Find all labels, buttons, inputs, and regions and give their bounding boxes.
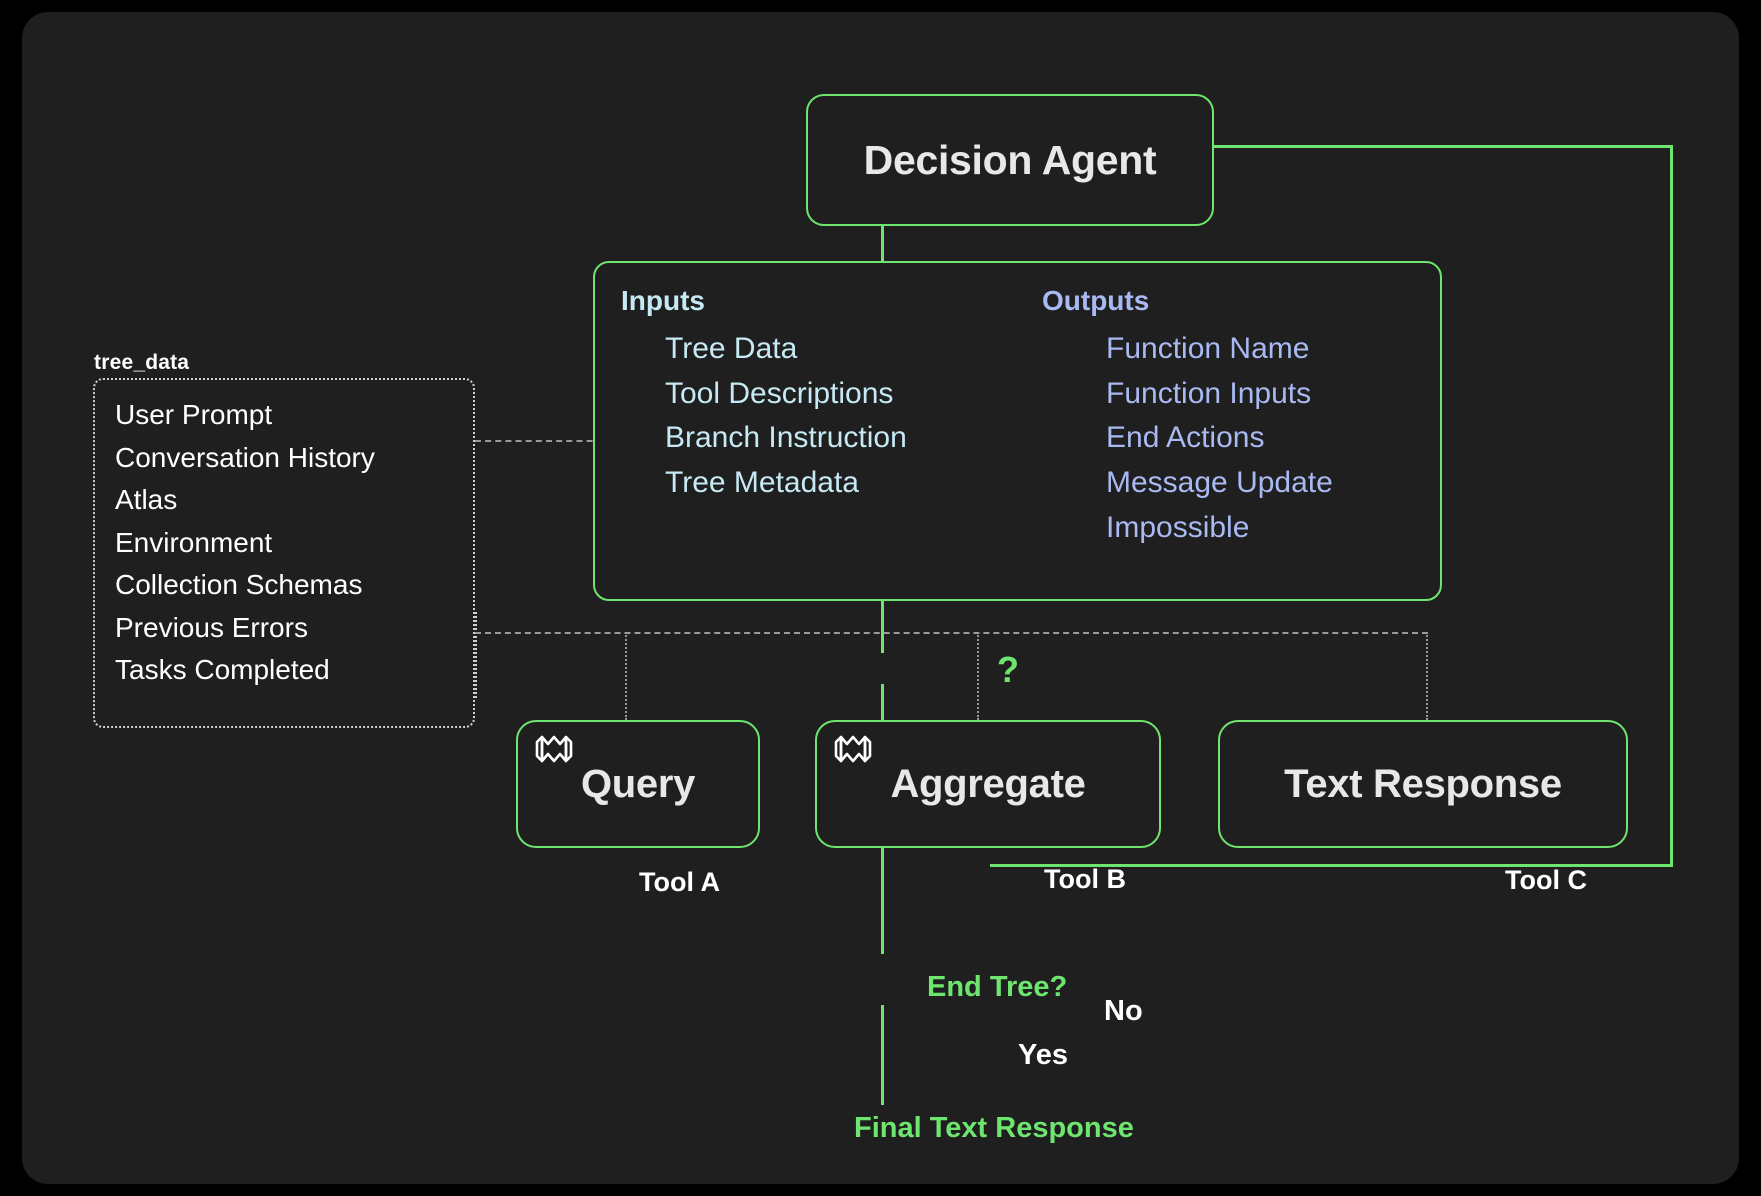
tree-data-item: Atlas	[115, 484, 178, 516]
tool-title-text-response: Text Response	[1284, 761, 1562, 806]
outputs-item: End Actions	[1106, 421, 1265, 455]
edge-io-to-branch	[881, 585, 884, 653]
outputs-item: Impossible	[1106, 510, 1250, 544]
branch-label-yes: Yes	[1018, 1039, 1068, 1071]
tree-data-item: Environment	[115, 526, 273, 558]
edge-loop-top	[1188, 145, 1673, 148]
edge-fanout-bus	[475, 632, 1428, 634]
final-text-response-label: Final Text Response	[854, 1112, 1134, 1144]
tool-node-aggregate[interactable]: Aggregate	[815, 720, 1161, 848]
edge-loop-bottom	[990, 864, 1673, 867]
tool-caption-c: Tool C	[1505, 865, 1587, 895]
outputs-column: Outputs Function Name Function Inputs En…	[1042, 285, 1333, 550]
tree-data-item: Previous Errors	[115, 611, 308, 643]
tool-node-text-response[interactable]: Text Response	[1218, 720, 1628, 848]
book-pages-icon	[534, 732, 574, 766]
outputs-heading: Outputs	[1042, 285, 1150, 316]
end-tree-decision-label: End Tree?	[927, 971, 1068, 1003]
tree-data-item: User Prompt	[115, 399, 273, 430]
book-pages-icon	[833, 732, 873, 766]
edge-fanout-to-query	[625, 632, 627, 720]
tool-node-query[interactable]: Query	[516, 720, 760, 848]
edge-treedata-to-inputs	[475, 440, 623, 442]
decision-agent-title: Decision Agent	[863, 136, 1157, 183]
inputs-item: Tree Data	[665, 332, 798, 365]
inputs-item: Branch Instruction	[665, 421, 907, 455]
edge-fanout-to-aggregate	[977, 632, 979, 720]
edge-branch-to-aggregate	[881, 684, 884, 720]
tree-data-item: Tasks Completed	[115, 654, 330, 686]
outputs-item: Function Inputs	[1106, 376, 1312, 410]
tool-caption-a: Tool A	[639, 867, 720, 897]
tree-data-label: tree_data	[94, 351, 190, 374]
outputs-item: Message Update	[1106, 466, 1333, 500]
inputs-column: Inputs Tree Data Tool Descriptions Branc…	[621, 285, 907, 506]
inputs-heading: Inputs	[621, 285, 705, 316]
edge-treedata-fanout-vertical	[475, 612, 477, 698]
tool-title-aggregate: Aggregate	[890, 761, 1086, 806]
inputs-item: Tool Descriptions	[665, 376, 894, 410]
tool-caption-b: Tool B	[1044, 864, 1126, 894]
edge-fanout-to-text	[1426, 632, 1428, 720]
edge-aggregate-to-endtree	[881, 844, 884, 954]
branch-question-marker: ?	[997, 649, 1019, 690]
outputs-item: Function Name	[1106, 332, 1310, 365]
branch-label-no: No	[1104, 995, 1143, 1027]
decision-agent-node[interactable]: Decision Agent	[806, 94, 1214, 226]
diagram-canvas: Decision Agent Inputs Tree Data Tool Des…	[22, 12, 1739, 1184]
inputs-item: Tree Metadata	[665, 466, 859, 500]
tool-title-query: Query	[580, 761, 696, 806]
tree-data-box: User Prompt Conversation History Atlas E…	[93, 378, 475, 728]
tree-data-item: Conversation History	[115, 441, 375, 473]
edge-agent-to-io	[881, 208, 884, 263]
tree-data-item: Collection Schemas	[115, 569, 363, 601]
edge-endtree-to-final	[881, 1005, 884, 1105]
edge-loop-right	[1670, 145, 1673, 867]
inputs-outputs-panel: Inputs Tree Data Tool Descriptions Branc…	[593, 261, 1442, 601]
